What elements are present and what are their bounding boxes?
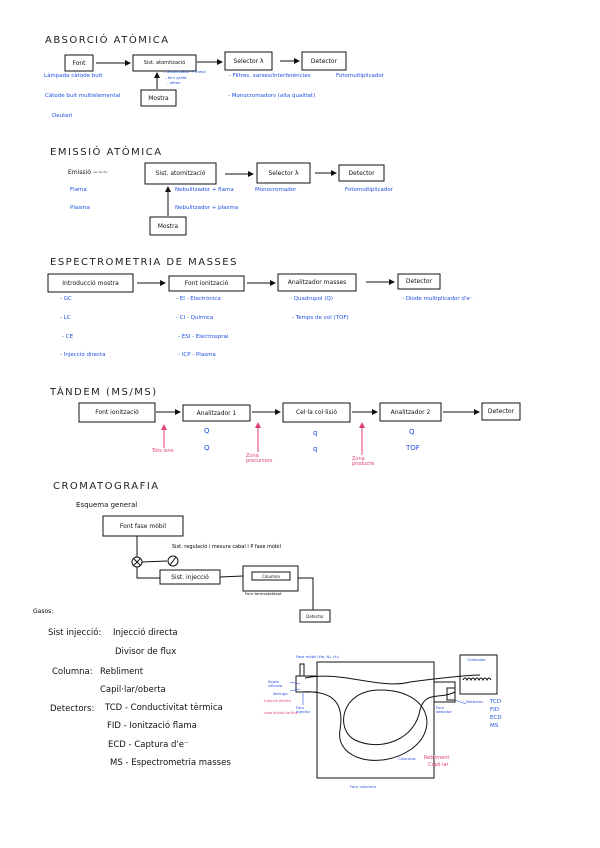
note: Deuteri bbox=[52, 113, 73, 119]
box-mostra: Mostra bbox=[157, 222, 179, 230]
box-introduccio: Introducció mostra bbox=[62, 279, 119, 287]
column-label: Columna: bbox=[398, 756, 417, 761]
note: Làmpada càtode buit bbox=[44, 73, 103, 79]
injection-note: - amb divisió de flux bbox=[262, 711, 298, 715]
box-cella-collisio: Cel·la col·lisió bbox=[295, 409, 338, 416]
box-selector: Selector λ bbox=[268, 169, 299, 177]
list-label: Detectors: bbox=[50, 704, 95, 714]
septum-label: Septe silicona bbox=[268, 679, 283, 688]
box-analitzador: Analitzador masses bbox=[287, 279, 347, 286]
box-mostra: Mostra bbox=[148, 94, 169, 102]
note: - Díode multiplicador d'e⁻ bbox=[402, 296, 473, 302]
list-item: MS - Espectrometria masses bbox=[110, 758, 231, 768]
note: Flama bbox=[70, 187, 87, 193]
list-item: Divisor de flux bbox=[115, 647, 177, 657]
pink-label: Zona producte bbox=[352, 456, 375, 467]
syringe-label: Xeringa bbox=[273, 691, 288, 696]
column-type: Capil·lar bbox=[428, 762, 449, 768]
note: Fotomultiplicador bbox=[345, 187, 393, 193]
section-title-absorcio: ABSORCIÓ ATÒMICA bbox=[45, 35, 170, 46]
detector-label: Detector: bbox=[466, 699, 484, 704]
subtitle: Esquema general bbox=[76, 501, 138, 509]
box-analitzador-2: Analitzador 2 bbox=[390, 408, 431, 416]
note: - altres bbox=[167, 80, 181, 85]
detector-type: MS bbox=[490, 723, 499, 729]
section-title-masses: ESPECTROMETRIA DE MASSES bbox=[50, 257, 238, 268]
regulation-label: Sist. regulació i mesura cabal i P fase … bbox=[172, 544, 281, 550]
list-item: TCD - Conductivitat tèrmica bbox=[105, 703, 223, 713]
note: Q bbox=[204, 427, 210, 435]
note: Monocromador bbox=[255, 187, 297, 193]
box-atomitzacio: Sist. atomització bbox=[155, 170, 206, 177]
list-item: ECD - Captura d'e⁻ bbox=[108, 740, 189, 750]
note: Nebulitzador + flama bbox=[175, 187, 234, 193]
note: - Temps de vol (TOF) bbox=[292, 315, 349, 321]
box-font-fase-mobil: Font fase mòbil bbox=[119, 522, 167, 530]
injection-note: - injecció directa bbox=[262, 699, 291, 703]
box-detector: Detector bbox=[487, 408, 515, 415]
box-selector: Selector λ bbox=[233, 57, 264, 65]
note: - CI - Química bbox=[176, 315, 214, 321]
column-type: Rebliment bbox=[424, 755, 450, 761]
note: - GC bbox=[60, 296, 72, 302]
box-columna: Columna bbox=[262, 573, 280, 579]
list-label: Sist injecció: bbox=[48, 628, 102, 638]
note: Q bbox=[204, 444, 210, 452]
detector-type: TCD bbox=[490, 699, 502, 705]
note: - Quadrupol (Q) bbox=[290, 296, 333, 302]
note: - EI - Electrònica bbox=[176, 296, 221, 302]
note: Càtode buit multielemental bbox=[45, 93, 121, 99]
computer-label: Ordinador bbox=[467, 657, 486, 662]
note: q bbox=[313, 429, 318, 437]
box-detector: Detector bbox=[306, 613, 324, 619]
detector-oven-label: Forn detector bbox=[436, 705, 453, 714]
note: - ICP - Plasma bbox=[178, 352, 216, 358]
box-font: Font bbox=[72, 59, 86, 67]
list-item: Rebliment bbox=[100, 667, 144, 677]
box-injeccio: Sist. injecció bbox=[171, 573, 209, 581]
note: TOF bbox=[406, 444, 420, 452]
section-title-emissio: EMISSIÓ ATÒMICA bbox=[50, 147, 163, 158]
injector-oven-label: Forn injector bbox=[296, 705, 311, 714]
box-detector: Detector bbox=[405, 278, 433, 285]
list-item: Injecció directa bbox=[113, 628, 178, 638]
emission-label: Emissió ~~~ bbox=[68, 169, 108, 176]
detector-type: ECD bbox=[490, 715, 502, 721]
oven-label: Forn termostatitzat bbox=[245, 591, 282, 596]
gasos-label: Gasos: bbox=[33, 608, 54, 615]
section-title-cromatografia: CROMATOGRAFIA bbox=[53, 481, 160, 492]
note: - Injecció directa bbox=[60, 352, 106, 358]
pink-label: Tots ions bbox=[152, 448, 174, 454]
note: - CE bbox=[62, 334, 74, 340]
note: - forn grafit bbox=[165, 75, 187, 80]
box-analitzador-1: Analitzador 1 bbox=[196, 409, 237, 417]
list-label: Columna: bbox=[52, 667, 93, 677]
note: Fotomultiplicador bbox=[336, 73, 384, 79]
list-item: Capil·lar/oberta bbox=[100, 685, 166, 695]
note: q bbox=[313, 445, 318, 453]
detector-type: FID bbox=[490, 707, 500, 713]
box-atomitzacio: Sist. atomització bbox=[143, 60, 186, 66]
note: - nebulitzador + flama bbox=[163, 69, 206, 74]
list-item: FID - Ionització flama bbox=[107, 721, 197, 731]
mobile-phase-label: Fase mòbil (He, N₂, H₂) bbox=[296, 654, 340, 659]
box-font-ionitzacio: Font ionització bbox=[184, 280, 229, 287]
column-oven-label: Forn columna bbox=[350, 784, 376, 789]
note: - LC bbox=[60, 315, 71, 321]
note: Q bbox=[409, 428, 415, 436]
box-detector: Detector bbox=[348, 169, 375, 177]
note: - Monocromadors (alta qualitat) bbox=[228, 93, 316, 99]
box-font-ionitzacio: Font ionització bbox=[95, 409, 139, 416]
section-title-tandem: TÀNDEM (MS/MS) bbox=[50, 387, 158, 398]
note: - ESI - Electrosprai bbox=[178, 334, 229, 340]
pink-label: Zona precursors bbox=[246, 453, 273, 464]
note: Nebulitzador + plasma bbox=[175, 205, 239, 211]
box-detector: Detector bbox=[310, 57, 338, 65]
note: - Filtres, xarxes/interferències bbox=[229, 73, 311, 79]
note: Plasma bbox=[70, 205, 90, 211]
